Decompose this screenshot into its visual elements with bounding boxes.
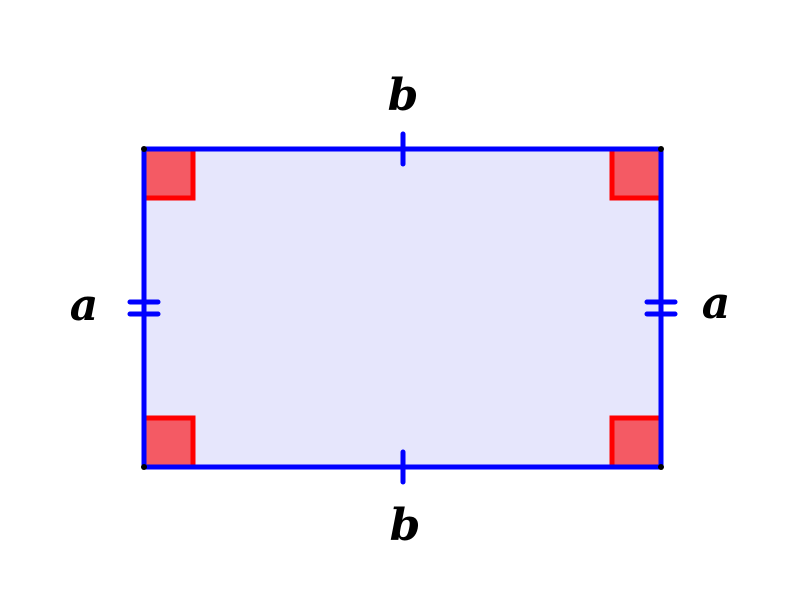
right-angle-marker-bottom-right-stroke: [609, 415, 661, 467]
right-angle-marker-top-left: [144, 149, 193, 198]
label-left-side: a: [70, 280, 99, 331]
right-angle-marker-top-left-stroke: [144, 149, 196, 201]
vertex-top-right: [658, 146, 664, 152]
label-bottom-side: b: [390, 500, 421, 551]
right-angle-marker-bottom-right: [612, 418, 661, 467]
vertex-top-left: [141, 146, 147, 152]
label-right-side: a: [702, 278, 731, 329]
vertex-bottom-right: [658, 464, 664, 470]
vertex-bottom-left: [141, 464, 147, 470]
right-angle-marker-bottom-left: [144, 418, 193, 467]
rectangle-fill: [144, 149, 661, 467]
label-top-side: b: [388, 70, 419, 121]
right-angle-marker-bottom-left-stroke: [144, 415, 196, 467]
right-angle-marker-top-right-stroke: [609, 149, 661, 201]
right-angle-marker-top-right: [612, 149, 661, 198]
